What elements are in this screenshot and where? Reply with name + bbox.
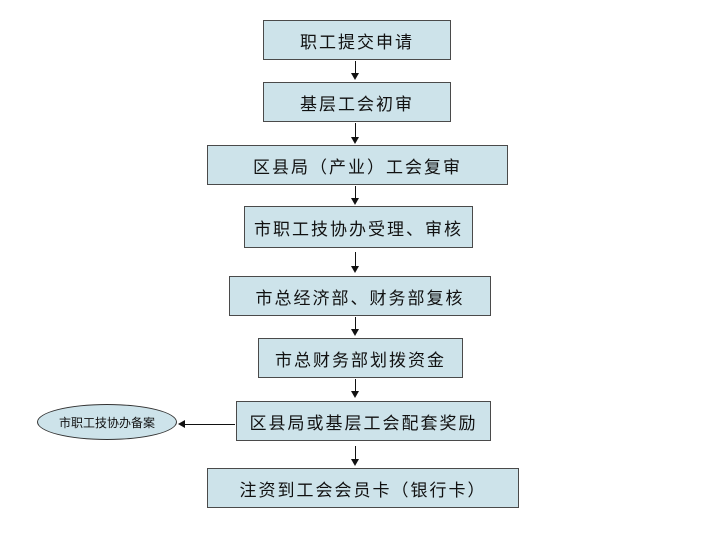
step-deposit-member-card: 注资到工会会员卡（银行卡）	[207, 468, 519, 508]
record-filing-ellipse: 市职工技协办备案	[37, 404, 177, 440]
step-city-accept-review: 市职工技协办受理、审核	[244, 206, 473, 248]
step-grassroots-review: 基层工会初审	[263, 82, 451, 122]
step-submit-application: 职工提交申请	[263, 20, 451, 60]
down-arrow-4	[350, 252, 360, 273]
down-arrow-7	[350, 446, 360, 466]
step-matching-reward: 区县局或基层工会配套奖励	[236, 401, 491, 441]
step-district-reexam: 区县局（产业）工会复审	[207, 145, 508, 185]
down-arrow-6	[350, 379, 360, 398]
down-arrow-3	[350, 186, 360, 205]
down-arrow-1	[350, 61, 360, 80]
step-finance-recheck: 市总经济部、财务部复核	[229, 276, 491, 316]
step-allocate-funds: 市总财务部划拨资金	[258, 338, 463, 378]
left-arrow-to-record	[178, 420, 235, 428]
down-arrow-2	[350, 123, 360, 144]
down-arrow-5	[350, 317, 360, 336]
